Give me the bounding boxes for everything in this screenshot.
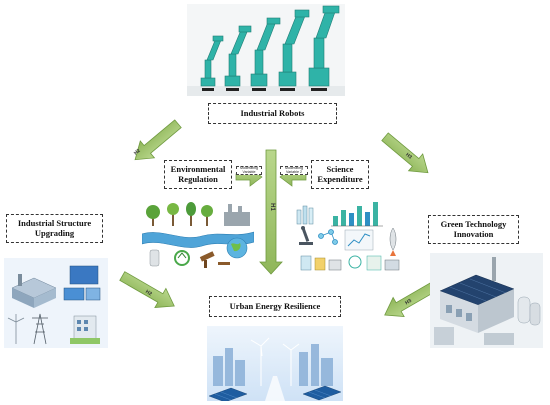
hypothesis-h3a: H3 [404, 152, 413, 161]
green-tech-illustration [430, 253, 543, 348]
molecule-icon [318, 229, 338, 245]
robots-illustration [187, 4, 345, 96]
science-image [293, 198, 407, 275]
beaker-icon [296, 205, 314, 225]
skyline-icon [213, 344, 333, 386]
urban-energy-illustration [207, 326, 343, 401]
smart-city-image [207, 326, 343, 401]
moderating-variable-left: Moderating Variable [236, 166, 262, 175]
factory-icon [224, 204, 250, 226]
robot-arms-image [187, 4, 345, 96]
storage-tank-icon [517, 296, 541, 326]
hypothesis-h2b: H2 [144, 289, 153, 298]
arrow-industrial-to-energy [119, 271, 175, 308]
building-icon [70, 315, 100, 344]
node-urban-energy-resilience: Urban Energy Resilience [209, 296, 341, 317]
rocket-icon [389, 227, 397, 256]
factory-icon [11, 274, 57, 308]
arrow-robots-to-green [381, 132, 429, 174]
power-pylon-icon [32, 313, 48, 345]
node-industrial-structure-upgrading: Industrial Structure Upgrading [6, 214, 103, 243]
moderating-variable-right: Moderating Variable 2 [280, 166, 308, 175]
solar-factory-image [430, 253, 543, 348]
bar-chart-icon [333, 202, 378, 226]
node-science-expenditure: Science Expenditure [311, 160, 369, 189]
line-chart-icon [344, 229, 374, 251]
node-environmental-regulation: Environmental Regulation [164, 160, 232, 189]
arrow-green-to-energy [384, 280, 440, 317]
wind-turbine-icon [7, 314, 25, 344]
hypothesis-h1: H1 [269, 203, 275, 211]
node-industrial-robots: Industrial Robots [208, 103, 337, 124]
node-green-technology-innovation: Green Technology Innovation [428, 215, 519, 244]
hypothesis-h3b: H3 [404, 298, 413, 307]
monitor-icon [63, 265, 101, 301]
environmental-illustration [142, 198, 254, 270]
industrial-illustration [4, 258, 108, 348]
wind-turbine-icon [250, 337, 300, 386]
microscope-icon [299, 226, 313, 245]
environment-image [142, 198, 254, 270]
arrow-robots-to-energy [259, 149, 283, 275]
hypothesis-h2a: H2 [133, 148, 142, 157]
science-illustration [293, 198, 407, 275]
arrow-robots-to-industrial [134, 119, 182, 161]
tree-icon [146, 202, 213, 226]
industry-image [4, 258, 108, 348]
